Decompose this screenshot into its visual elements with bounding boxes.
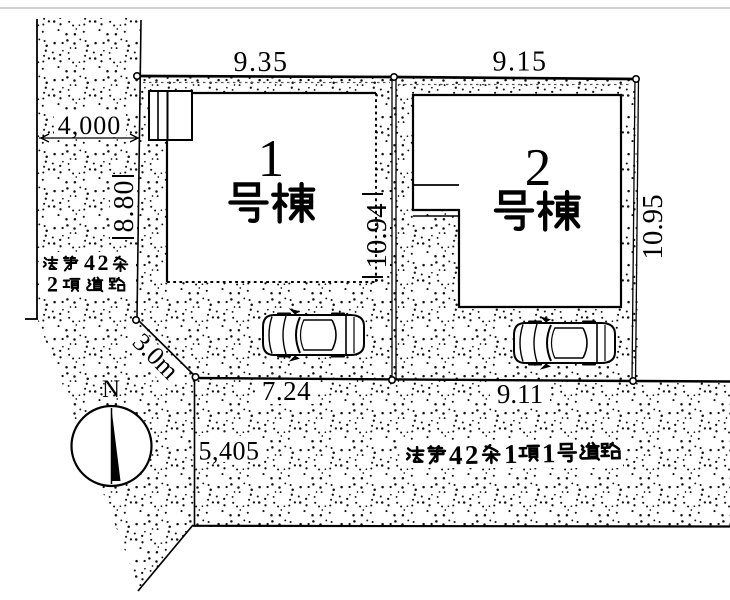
svg-text:1: 1 bbox=[542, 438, 556, 468]
svg-text:1: 1 bbox=[504, 439, 518, 469]
svg-text:8.80: 8.80 bbox=[109, 180, 140, 233]
svg-text:4: 4 bbox=[84, 250, 95, 275]
svg-text:4: 4 bbox=[449, 440, 463, 470]
svg-text:5,405: 5,405 bbox=[199, 437, 260, 466]
svg-text:1: 1 bbox=[258, 130, 285, 188]
svg-text:2: 2 bbox=[525, 139, 552, 197]
svg-text:9.15: 9.15 bbox=[493, 47, 548, 78]
svg-text:4,000: 4,000 bbox=[58, 111, 122, 140]
svg-text:9.11: 9.11 bbox=[497, 379, 543, 409]
svg-text:2: 2 bbox=[47, 272, 58, 297]
svg-text:7.24: 7.24 bbox=[262, 376, 311, 406]
svg-text:2: 2 bbox=[98, 250, 109, 275]
svg-text:9.35: 9.35 bbox=[234, 47, 289, 78]
svg-text:2: 2 bbox=[465, 440, 479, 470]
svg-text:N: N bbox=[102, 376, 120, 403]
svg-text:10.94: 10.94 bbox=[361, 203, 393, 269]
svg-text:10.95: 10.95 bbox=[637, 194, 669, 259]
